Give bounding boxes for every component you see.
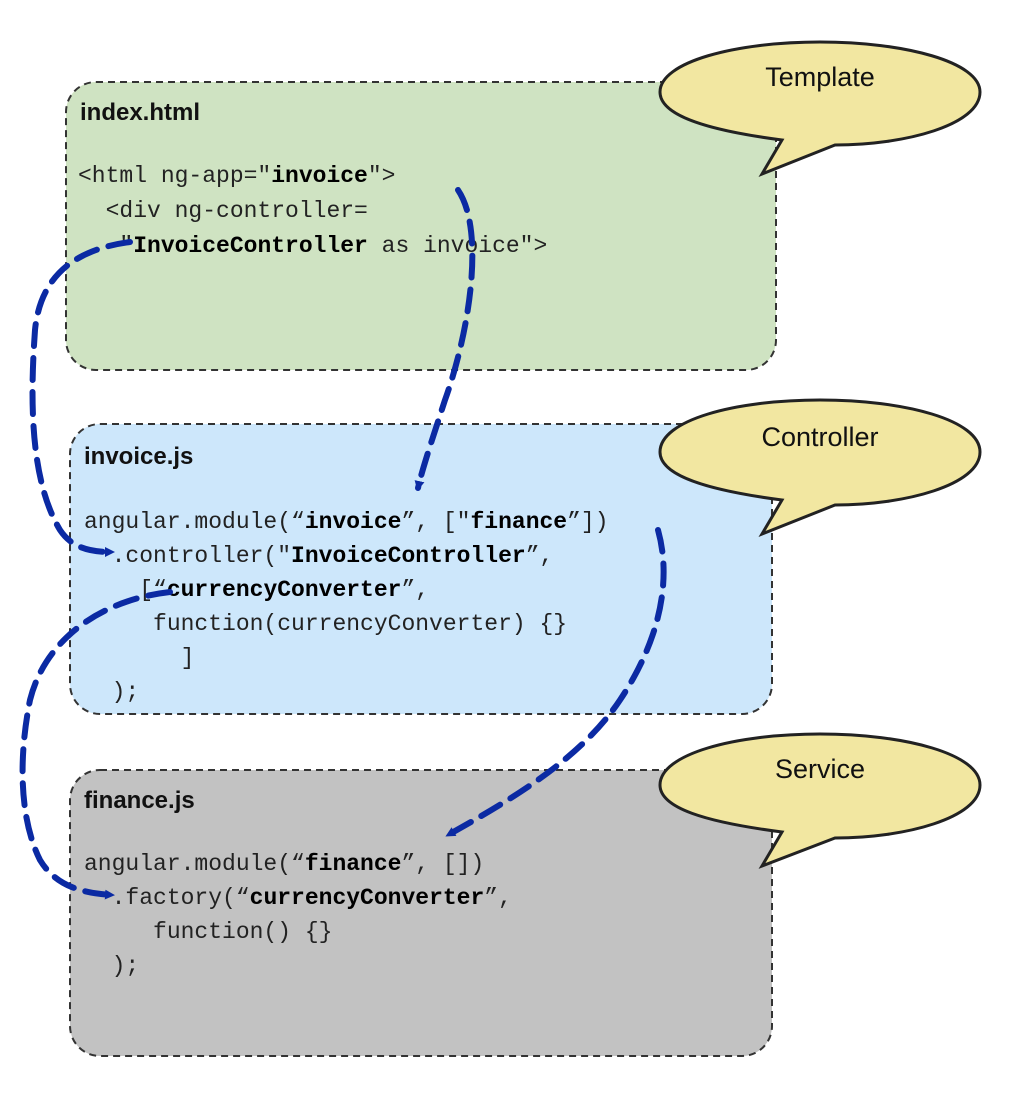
code-text: as invoice"> <box>368 233 547 259</box>
service-code-line: ); <box>84 953 139 979</box>
code-text: function(currencyConverter) {} <box>84 611 567 637</box>
code-text: .controller(" <box>84 543 291 569</box>
controller-code-line: .controller("InvoiceController”, <box>84 543 553 569</box>
service-box: finance.js angular.module(“finance”, [])… <box>69 769 773 1057</box>
arrow-finance-dependency <box>445 527 667 838</box>
code-identifier: finance <box>470 509 567 535</box>
arrow-controller-to-definition <box>29 239 133 557</box>
template-box: index.html <html ng-app="invoice"> <div … <box>65 81 777 371</box>
code-text: ”, []) <box>401 851 484 877</box>
controller-code-line: ] <box>84 645 194 671</box>
code-text: ); <box>84 953 139 979</box>
template-code: <html ng-app="invoice"> <div ng-controll… <box>78 163 547 259</box>
service-bubble-label: Service <box>775 754 865 784</box>
code-text: ”, <box>401 577 429 603</box>
controller-bubble: Controller <box>658 398 982 538</box>
code-identifier: currencyConverter <box>250 885 485 911</box>
service-code-line: .factory(“currencyConverter”, <box>84 885 512 911</box>
code-text: ”, <box>484 885 512 911</box>
service-box-title: finance.js <box>84 787 195 814</box>
code-text: <div ng-controller= <box>78 198 368 224</box>
code-text: ); <box>84 679 139 705</box>
code-identifier: invoice <box>305 509 402 535</box>
service-code: angular.module(“finance”, []) .factory(“… <box>84 851 512 979</box>
template-code-line: <div ng-controller= <box>78 198 368 224</box>
code-identifier: InvoiceController <box>291 543 526 569</box>
code-text: .factory(“ <box>84 885 250 911</box>
template-code-line: "InvoiceController as invoice"> <box>78 233 547 259</box>
controller-bubble-label: Controller <box>761 422 878 452</box>
controller-code-line: angular.module(“invoice”, ["finance”]) <box>84 509 609 535</box>
code-text: [“ <box>84 577 167 603</box>
code-identifier: finance <box>305 851 402 877</box>
code-text: ”]) <box>567 509 608 535</box>
code-text: angular.module(“ <box>84 509 305 535</box>
code-text: "> <box>368 163 396 189</box>
code-identifier: invoice <box>271 163 368 189</box>
controller-code-line: ); <box>84 679 139 705</box>
template-code-line: <html ng-app="invoice"> <box>78 163 395 189</box>
controller-box: invoice.js angular.module(“invoice”, ["f… <box>69 423 773 715</box>
arrow-app-to-module <box>414 187 476 491</box>
code-text: <html ng-app=" <box>78 163 271 189</box>
controller-code-line: function(currencyConverter) {} <box>84 611 567 637</box>
template-box-title: index.html <box>80 99 200 126</box>
code-identifier: currencyConverter <box>167 577 402 603</box>
code-text: ] <box>84 645 194 671</box>
controller-box-title: invoice.js <box>84 443 193 470</box>
code-text: ”, <box>526 543 554 569</box>
arrow-converter-to-factory <box>19 589 173 900</box>
service-code-line: angular.module(“finance”, []) <box>84 851 484 877</box>
code-text: angular.module(“ <box>84 851 305 877</box>
code-identifier: InvoiceController <box>133 233 368 259</box>
service-code-line: function() {} <box>84 919 332 945</box>
template-bubble: Template <box>658 40 982 178</box>
code-text: ”, [" <box>401 509 470 535</box>
controller-code-line: [“currencyConverter”, <box>84 577 429 603</box>
code-text: function() {} <box>84 919 332 945</box>
template-bubble-label: Template <box>765 62 875 92</box>
service-bubble: Service <box>658 732 982 869</box>
controller-code: angular.module(“invoice”, ["finance”]) .… <box>84 509 609 705</box>
